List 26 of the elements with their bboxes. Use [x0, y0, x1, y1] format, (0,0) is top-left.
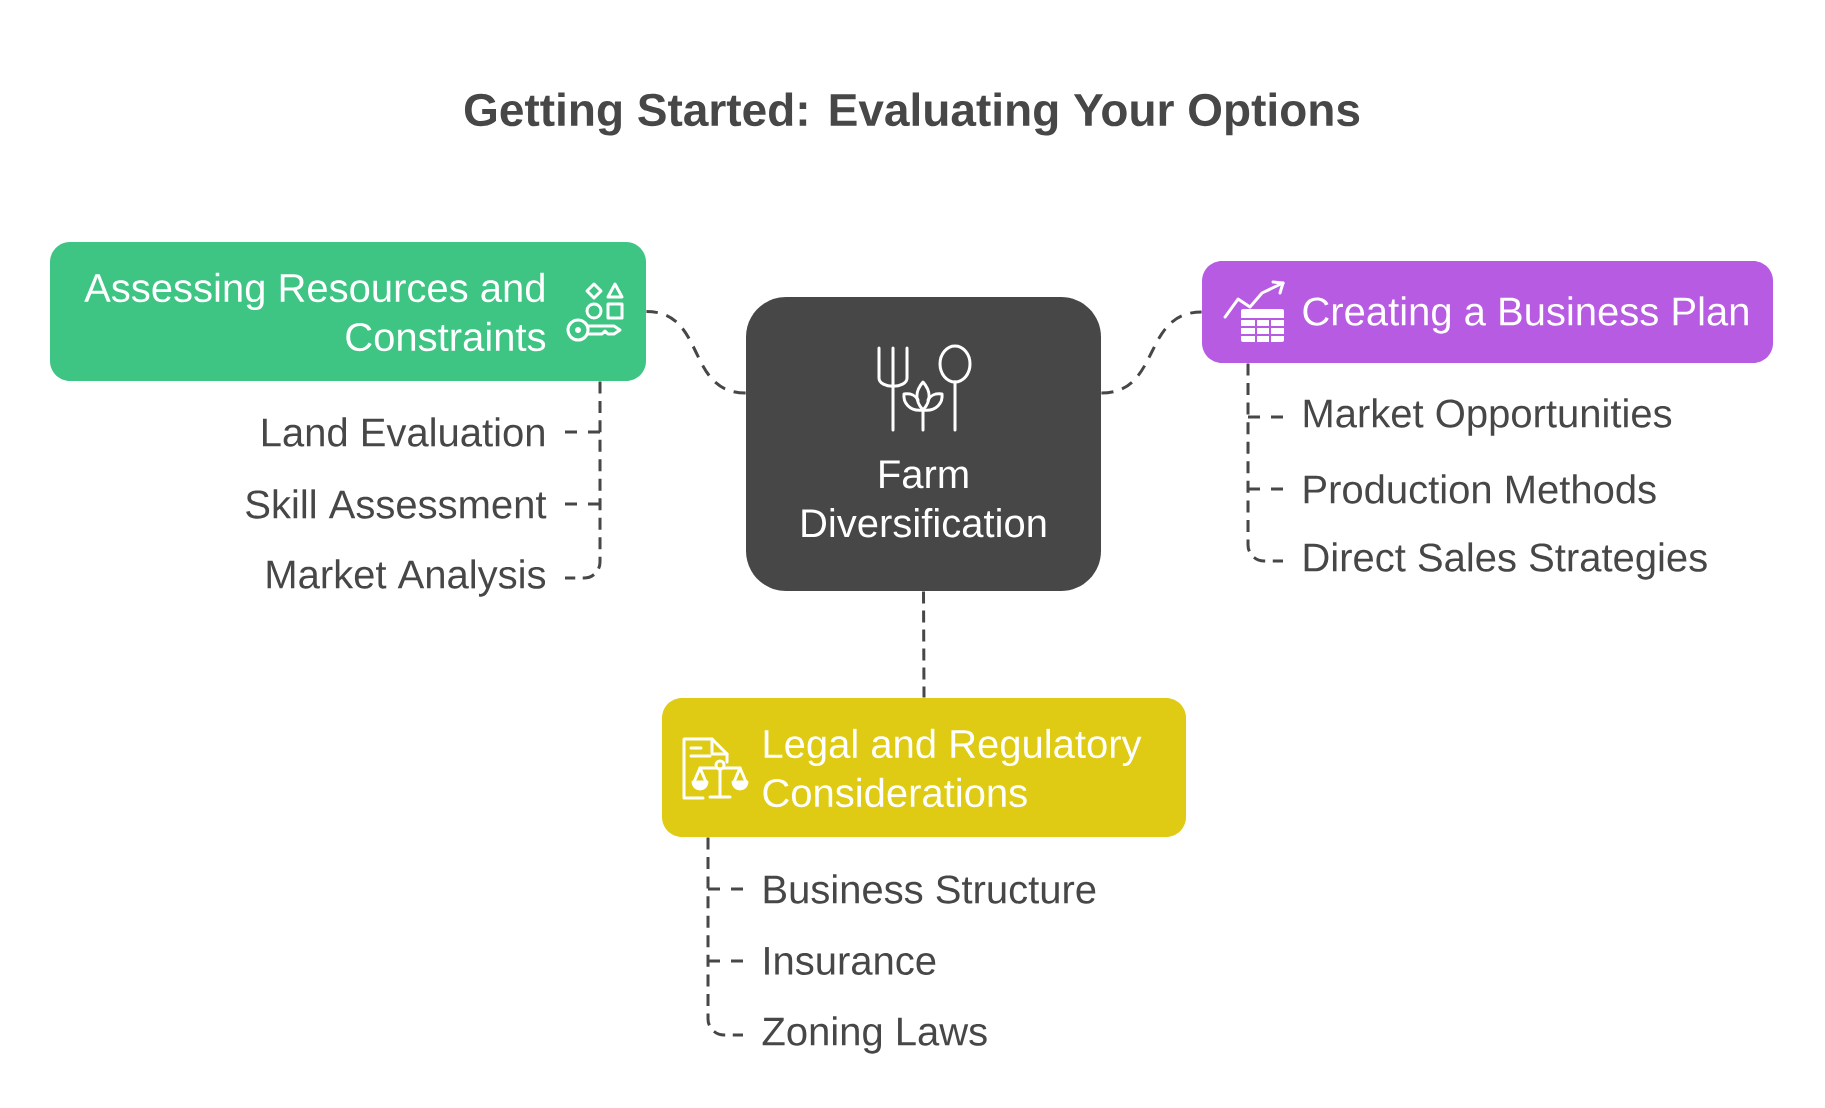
item-label: Direct Sales Strategies	[1304, 542, 1707, 580]
dashed-connector	[708, 887, 743, 891]
item-label: Insurance	[765, 947, 936, 975]
dashed-connector	[708, 959, 743, 963]
central-topic-box: Farm Diversification	[746, 297, 1101, 591]
dashed-connector	[1248, 487, 1283, 491]
item-label: Skill Assessment	[246, 489, 547, 519]
topic-box: Assessing Resources and Constraints	[50, 242, 646, 381]
dashed-connector	[706, 837, 743, 1037]
item-label: Business Structure	[764, 874, 1096, 904]
dashed-connector	[646, 310, 746, 395]
title: Getting Started: Evaluating Your Options	[464, 92, 1360, 136]
dashed-connector	[1248, 415, 1283, 419]
dashed-connector	[922, 591, 926, 698]
dashed-connector	[565, 381, 602, 580]
item-label: Production Methods	[1304, 474, 1656, 504]
topic-box: Creating a Business Plan	[1202, 261, 1773, 363]
dashed-connector	[1101, 310, 1202, 395]
item-label: Market Opportunities	[1304, 398, 1672, 436]
item-label: Land Evaluation	[263, 417, 544, 447]
item-label: Market Analysis	[267, 559, 546, 597]
item-label: Zoning Laws	[762, 1016, 987, 1054]
dashed-connector	[565, 502, 600, 506]
dashed-connector	[1246, 363, 1283, 563]
dashed-connector	[565, 430, 600, 434]
topic-box: Legal and Regulatory Considerations	[662, 698, 1186, 837]
